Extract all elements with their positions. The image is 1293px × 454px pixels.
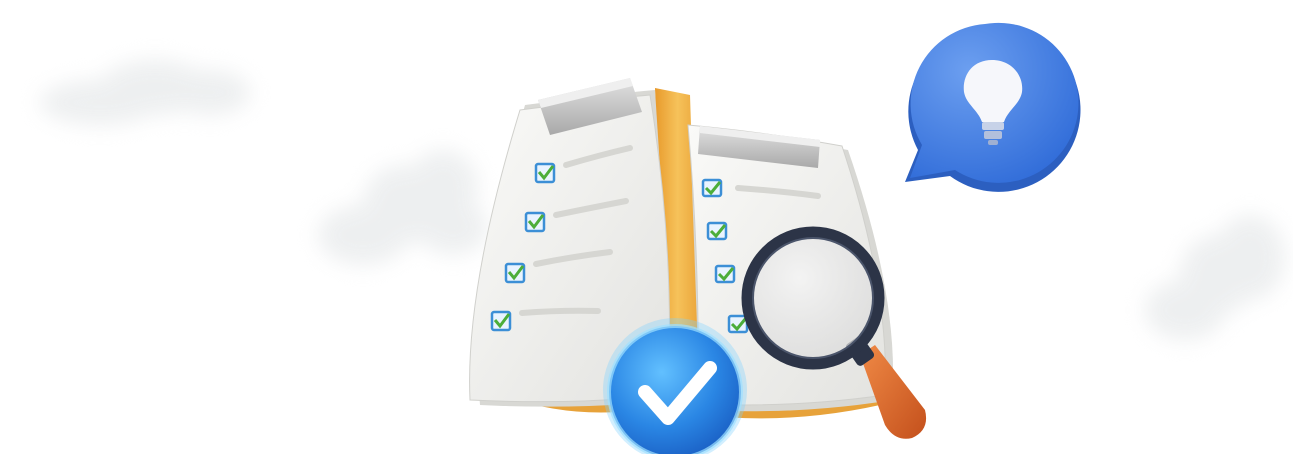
left-check-row-1 (534, 145, 633, 184)
left-check-row-4 (490, 307, 601, 332)
right-check-row-2 (706, 221, 728, 241)
cloud-left-middle (318, 150, 488, 270)
cloud-right (1145, 215, 1285, 345)
check-badge-icon (603, 318, 747, 454)
left-check-row-2 (524, 198, 629, 233)
lightbulb-bubble-icon (905, 22, 1081, 192)
clipboard-left (469, 78, 675, 407)
right-check-row-1 (701, 178, 821, 199)
right-check-row-3 (714, 264, 736, 284)
magnifying-glass-icon (741, 226, 927, 439)
lightbulb-icon (963, 60, 1023, 145)
left-check-row-3 (504, 249, 613, 284)
cloud-left-top (40, 50, 250, 130)
right-check-row-4 (727, 314, 749, 334)
